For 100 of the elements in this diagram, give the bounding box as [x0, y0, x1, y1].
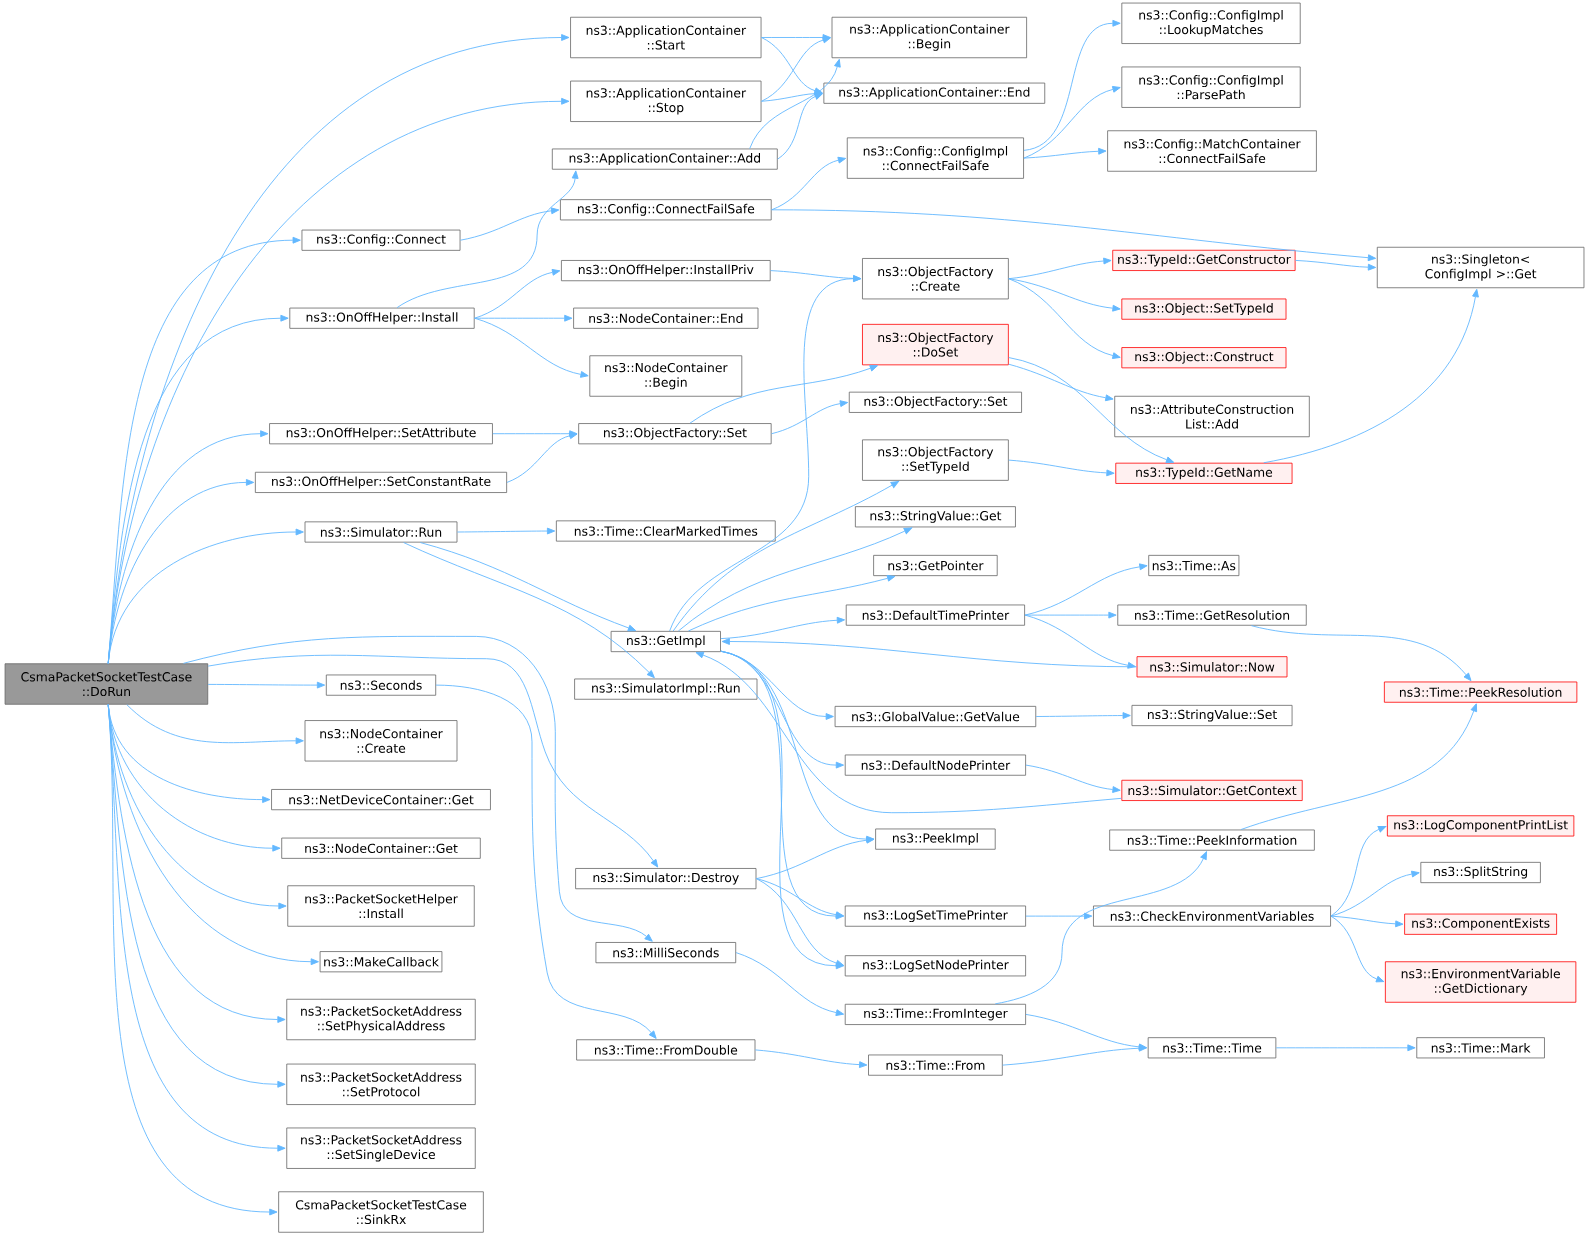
function-box: ns3::CheckEnvironmentVariables: [1093, 905, 1331, 927]
function-box: ns3::Time::Time: [1147, 1037, 1277, 1059]
arrow: [207, 681, 326, 689]
function-box: ns3::Simulator::Destroy: [575, 868, 757, 890]
arrow: [672, 480, 900, 632]
function-box: ns3::ObjectFactory ::SetTypeId: [862, 439, 1009, 481]
function-box: CsmaPacketSocketTestCase ::SinkRx: [278, 1191, 484, 1233]
function-box: ns3::GlobalValue::GetValue: [834, 705, 1037, 728]
function-box: ns3::Seconds: [325, 674, 437, 696]
arrow: [396, 170, 579, 309]
arrow: [669, 275, 862, 632]
arrow: [456, 527, 556, 535]
function-box: ns3::LogSetNodePrinter: [844, 955, 1026, 977]
arrow: [749, 58, 841, 149]
function-box: CsmaPacketSocketTestCase ::DoRun: [4, 663, 209, 705]
arrow: [1002, 1044, 1147, 1066]
arrow: [755, 878, 845, 919]
function-box: ns3::MakeCallback: [319, 951, 443, 973]
function-box: ns3::StringValue::Set: [1131, 704, 1293, 727]
function-box: ns3::Time::PeekInformation: [1109, 829, 1315, 851]
arrow: [460, 207, 560, 241]
arrow: [1023, 147, 1107, 159]
function-box: ns3::TypeId::GetConstructor: [1112, 249, 1296, 271]
function-box: ns3::Time::As: [1148, 554, 1240, 577]
function-box: ns3::DefaultTimePrinter: [845, 604, 1025, 626]
function-box: ns3::OnOffHelper::SetAttribute: [269, 423, 493, 445]
function-box: ns3::NetDeviceContainer::Get: [271, 789, 491, 811]
arrow: [506, 432, 578, 483]
arrow: [183, 635, 653, 942]
arrow: [1275, 1044, 1416, 1052]
arrow: [677, 527, 913, 632]
arrow: [474, 317, 589, 378]
arrow: [777, 93, 823, 160]
function-box: ns3::Config::MatchContainer ::ConnectFailSafe: [1107, 130, 1317, 172]
function-box: ns3::Time::ClearMarkedTimes: [555, 520, 776, 542]
function-box: ns3::Config::ConfigImpl ::LookupMatches: [1121, 2, 1301, 44]
arrow: [419, 542, 637, 632]
function-box: ns3::SimulatorImpl::Run: [574, 678, 758, 700]
arrow: [1023, 86, 1121, 159]
arrow: [720, 650, 845, 970]
arrow: [687, 574, 896, 632]
arrow: [1008, 257, 1112, 280]
function-box: ns3::OnOffHelper::InstallPriv: [561, 260, 771, 282]
function-box: ns3::Time::PeekResolution: [1383, 681, 1578, 703]
arrow: [771, 209, 1377, 262]
function-box: ns3::Simulator::GetContext: [1121, 779, 1303, 801]
arrow: [994, 851, 1207, 1005]
function-box: ns3::PacketSocketHelper ::Install: [287, 885, 475, 927]
function-box: ns3::ObjectFactory ::DoSet: [862, 323, 1009, 366]
function-box: ns3::Object::Construct: [1121, 347, 1287, 369]
function-box: ns3::OnOffHelper::Install: [289, 307, 475, 329]
function-box: ns3::ComponentExists: [1404, 913, 1557, 935]
function-box: ns3::DefaultNodePrinter: [844, 754, 1026, 776]
arrow: [1025, 912, 1093, 920]
function-box: ns3::Singleton< ConfigImpl >::Get: [1376, 246, 1585, 289]
arrow: [1263, 288, 1479, 464]
function-box: ns3::ApplicationContainer ::Stop: [570, 80, 762, 122]
arrow: [1024, 611, 1117, 619]
arrow: [107, 528, 304, 664]
arrow: [1008, 278, 1121, 359]
function-box: ns3::OnOffHelper::SetConstantRate: [254, 471, 508, 493]
function-box: ns3::ObjectFactory::Set: [848, 391, 1022, 413]
arrow: [1330, 915, 1404, 928]
function-box: ns3::Object::SetTypeId: [1121, 298, 1287, 320]
function-box: ns3::Simulator::Now: [1136, 656, 1288, 678]
function-box: ns3::NodeContainer ::Create: [304, 720, 458, 762]
function-box: ns3::GetPointer: [873, 554, 998, 577]
arrow: [771, 400, 849, 435]
function-box: ns3::ApplicationContainer::End: [823, 82, 1046, 104]
arrow: [126, 704, 304, 745]
arrow: [754, 1049, 868, 1069]
arrow: [755, 878, 845, 967]
arrow: [1008, 278, 1121, 312]
function-box: ns3::TypeId::GetName: [1115, 462, 1293, 484]
arrow: [1023, 19, 1121, 151]
function-box: ns3::PacketSocketAddress ::SetProtocol: [286, 1063, 476, 1105]
function-box: ns3::MilliSeconds: [595, 942, 737, 964]
arrow: [721, 638, 1138, 668]
function-box: ns3::Time::Mark: [1416, 1037, 1545, 1059]
arrow: [1250, 625, 1472, 682]
arrow: [1330, 825, 1387, 917]
arrow: [695, 651, 1122, 814]
arrow: [107, 704, 278, 1216]
arrow: [1008, 459, 1115, 477]
function-box: ns3::ObjectFactory::Set: [578, 423, 772, 445]
function-box: ns3::Time::FromDouble: [576, 1039, 756, 1061]
arrow: [435, 684, 657, 1039]
arrow: [689, 364, 878, 424]
function-box: ns3::ObjectFactory ::Create: [862, 258, 1009, 300]
function-box: ns3::PacketSocketAddress ::SetSingleDevice: [286, 1127, 476, 1169]
arrow: [761, 36, 831, 102]
function-box: ns3::Config::ConfigImpl ::ConnectFailSafe: [846, 137, 1024, 179]
function-box: ns3::Config::ConnectFailSafe: [560, 199, 772, 221]
arrow: [1295, 259, 1377, 271]
arrow: [735, 952, 845, 1016]
function-box: ns3::ApplicationContainer ::Begin: [831, 16, 1027, 59]
function-box: ns3::PacketSocketAddress ::SetPhysicalAddress: [286, 998, 476, 1041]
function-box: ns3::StringValue::Get: [854, 506, 1016, 528]
function-box: ns3::LogSetTimePrinter: [844, 905, 1026, 927]
function-box: ns3::NodeContainer::End: [573, 307, 759, 329]
